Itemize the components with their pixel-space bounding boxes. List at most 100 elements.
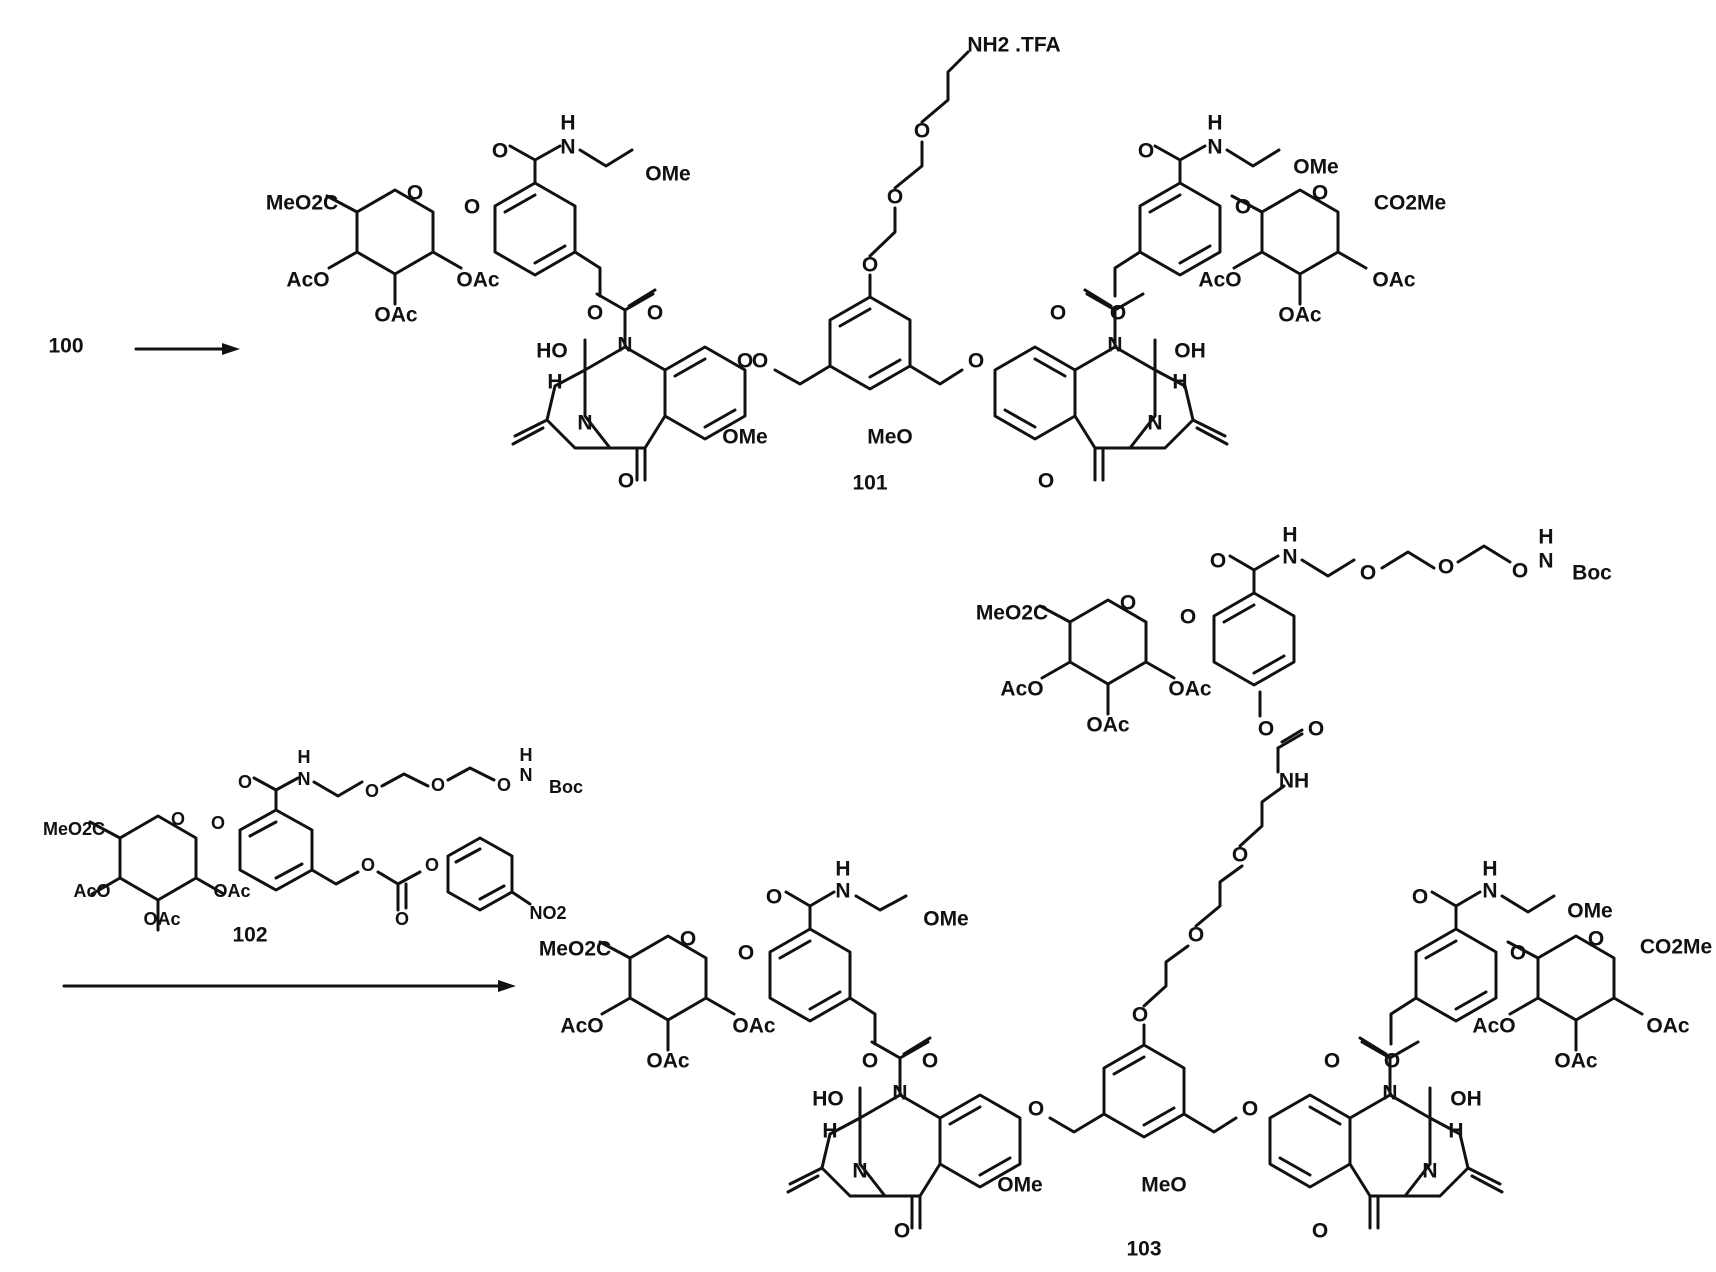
- svg-text:O: O: [407, 182, 423, 205]
- svg-text:AcO: AcO: [73, 881, 110, 901]
- svg-text:O: O: [618, 470, 634, 493]
- svg-text:H: H: [1282, 524, 1297, 547]
- svg-text:OH: OH: [1450, 1088, 1482, 1111]
- svg-text:O: O: [1412, 886, 1428, 909]
- svg-text:H: H: [1172, 371, 1187, 394]
- svg-text:O: O: [1512, 560, 1528, 583]
- svg-text:N: N: [560, 136, 575, 159]
- svg-text:O: O: [365, 781, 379, 801]
- svg-text:O: O: [1242, 1098, 1258, 1121]
- svg-text:O: O: [238, 772, 252, 792]
- compound-102-label: 102: [232, 924, 267, 947]
- svg-text:MeO: MeO: [867, 426, 913, 449]
- svg-text:O: O: [361, 855, 375, 875]
- svg-text:AcO: AcO: [1198, 269, 1241, 292]
- svg-text:AcO: AcO: [286, 269, 329, 292]
- svg-text:MeO2C: MeO2C: [43, 819, 105, 839]
- svg-text:H: H: [1207, 112, 1222, 135]
- svg-text:O: O: [862, 1050, 878, 1073]
- svg-text:O: O: [1138, 140, 1154, 163]
- svg-text:O: O: [1028, 1098, 1044, 1121]
- compound-101-structure: O O O NH2 .TFA O O O OMe N N O HO H O O …: [266, 34, 1446, 493]
- svg-text:O: O: [1308, 718, 1324, 741]
- svg-text:Boc: Boc: [1572, 562, 1612, 585]
- svg-text:O: O: [647, 302, 663, 325]
- svg-text:HO: HO: [812, 1088, 844, 1111]
- compound-103-label: 103: [1126, 1238, 1161, 1261]
- svg-text:N: N: [1382, 1082, 1397, 1105]
- reaction-arrow-2-head: [498, 980, 516, 992]
- svg-text:O: O: [425, 855, 439, 875]
- svg-text:N: N: [617, 334, 632, 357]
- amine-tfa-salt: NH2 .TFA: [967, 34, 1060, 57]
- svg-text:OMe: OMe: [1567, 900, 1613, 923]
- svg-text:H: H: [822, 1120, 837, 1143]
- svg-text:N: N: [1538, 550, 1553, 573]
- svg-text:AcO: AcO: [1472, 1015, 1515, 1038]
- compound-103-structure: O O O NH O O O N H O O O N H Boc O O MeO…: [539, 524, 1712, 1243]
- svg-text:O: O: [1588, 928, 1604, 951]
- svg-text:OMe: OMe: [645, 163, 691, 186]
- svg-text:O: O: [1384, 1050, 1400, 1073]
- svg-text:OAc: OAc: [213, 881, 250, 901]
- svg-text:O: O: [587, 302, 603, 325]
- svg-text:MeO2C: MeO2C: [266, 192, 338, 215]
- svg-text:H: H: [298, 747, 311, 767]
- svg-text:O: O: [1210, 550, 1226, 573]
- svg-text:OAc: OAc: [1168, 678, 1212, 701]
- svg-text:H: H: [520, 745, 533, 765]
- svg-text:O: O: [171, 809, 185, 829]
- svg-text:O: O: [492, 140, 508, 163]
- svg-text:HO: HO: [536, 340, 568, 363]
- svg-text:N: N: [520, 765, 533, 785]
- svg-text:OAc: OAc: [374, 304, 418, 327]
- svg-text:O: O: [738, 942, 754, 965]
- svg-text:Boc: Boc: [549, 777, 583, 797]
- svg-text:N: N: [577, 412, 592, 435]
- compound-102-structure: O MeO2C AcO OAc OAc O O N H O O O N H Bo…: [43, 745, 583, 930]
- svg-text:O: O: [1360, 562, 1376, 585]
- svg-text:N: N: [1147, 412, 1162, 435]
- svg-text:O: O: [1050, 302, 1066, 325]
- svg-text:OAc: OAc: [1554, 1050, 1598, 1073]
- svg-text:MeO2C: MeO2C: [539, 938, 611, 961]
- svg-text:O: O: [922, 1050, 938, 1073]
- svg-text:H: H: [1538, 526, 1553, 549]
- svg-text:H: H: [1448, 1120, 1463, 1143]
- svg-text:O: O: [1132, 1004, 1148, 1027]
- svg-text:O: O: [395, 909, 409, 929]
- svg-text:O: O: [211, 813, 225, 833]
- svg-text:MeO2C: MeO2C: [976, 602, 1048, 625]
- svg-text:N: N: [1482, 880, 1497, 903]
- svg-text:OAc: OAc: [1372, 269, 1416, 292]
- svg-text:MeO: MeO: [1141, 1174, 1187, 1197]
- svg-text:O: O: [1180, 606, 1196, 629]
- compound-100-label: 100: [48, 335, 83, 358]
- compound-101-label: 101: [852, 472, 887, 495]
- svg-text:O: O: [464, 196, 480, 219]
- svg-text:O: O: [894, 1220, 910, 1243]
- svg-text:OAc: OAc: [1278, 304, 1322, 327]
- svg-text:N: N: [852, 1160, 867, 1183]
- svg-text:O: O: [737, 350, 753, 373]
- svg-text:O: O: [1110, 302, 1126, 325]
- svg-text:N: N: [835, 880, 850, 903]
- svg-text:N: N: [892, 1082, 907, 1105]
- svg-text:NH: NH: [1279, 770, 1309, 793]
- svg-text:OAc: OAc: [456, 269, 500, 292]
- svg-text:OMe: OMe: [1293, 156, 1339, 179]
- svg-text:O: O: [752, 350, 768, 373]
- svg-text:O: O: [1258, 718, 1274, 741]
- svg-text:OMe: OMe: [722, 426, 768, 449]
- svg-text:OAc: OAc: [1086, 714, 1130, 737]
- svg-text:H: H: [835, 858, 850, 881]
- svg-text:O: O: [1438, 556, 1454, 579]
- svg-text:O: O: [431, 775, 445, 795]
- svg-text:OAc: OAc: [143, 909, 180, 929]
- svg-text:OAc: OAc: [1646, 1015, 1690, 1038]
- svg-text:NO2: NO2: [529, 903, 566, 923]
- svg-text:AcO: AcO: [560, 1015, 603, 1038]
- svg-text:AcO: AcO: [1000, 678, 1043, 701]
- svg-text:N: N: [1107, 334, 1122, 357]
- svg-text:OH: OH: [1174, 340, 1206, 363]
